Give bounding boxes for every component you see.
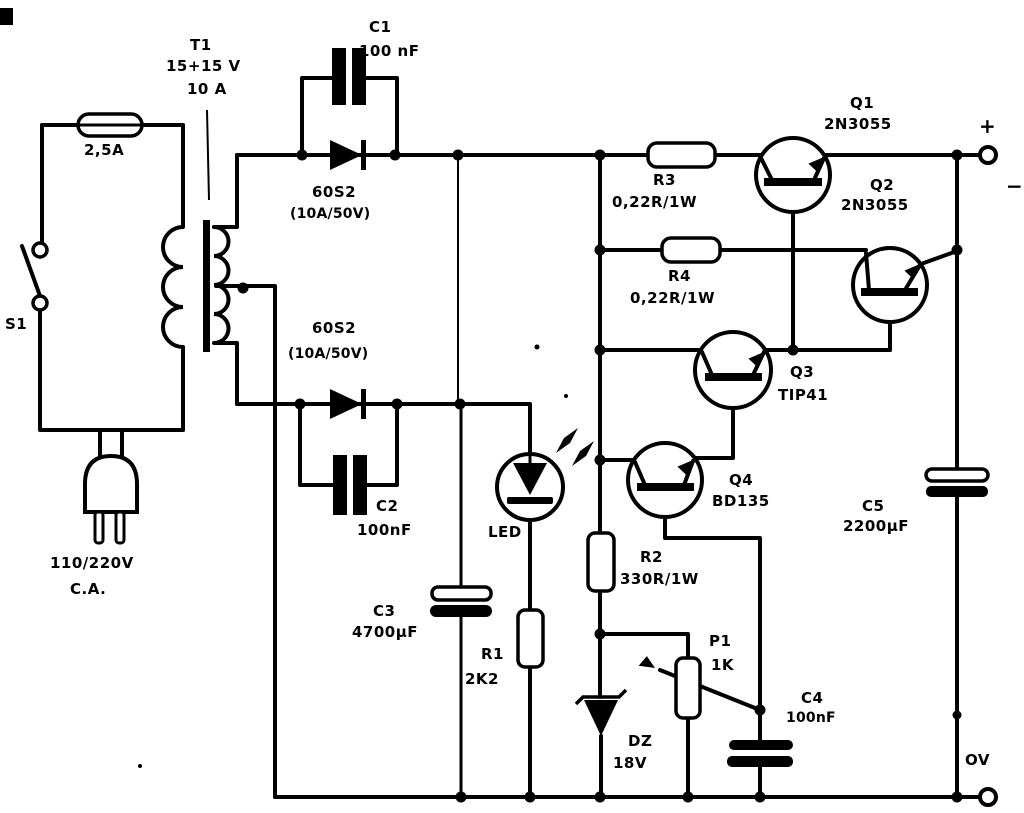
scan-artifacts	[0, 8, 568, 768]
label-c4-ref: C4	[801, 689, 824, 707]
cap-c1-symbol	[332, 48, 366, 105]
label-d2-value: 60S2	[312, 319, 357, 337]
transistor-q2-symbol	[851, 246, 929, 324]
led-light-ray-icon	[572, 441, 594, 466]
led-symbol	[495, 428, 594, 522]
label-s1-ref: S1	[5, 315, 28, 333]
label-q4-ref: Q4	[729, 471, 754, 489]
resistor-r1-symbol	[516, 608, 545, 669]
cap-c2-symbol	[333, 455, 367, 515]
label-terminal-negative: −	[1006, 174, 1024, 198]
transistor-q1-symbol	[754, 136, 832, 214]
cap-c3-symbol	[430, 585, 493, 617]
transistor-q4-symbol	[626, 441, 704, 519]
label-d2-rating: (10A/50V)	[288, 346, 369, 362]
transistor-q3-symbol	[693, 330, 773, 410]
cap-c4-symbol	[727, 740, 793, 767]
diode-d2-symbol	[330, 389, 366, 419]
plug-icon	[83, 453, 139, 545]
junction-dots	[237, 149, 963, 803]
transformer-symbol	[161, 109, 231, 352]
wires	[38, 76, 981, 799]
led-light-ray-icon	[556, 428, 578, 453]
resistor-r4-symbol	[660, 236, 722, 264]
label-q1-part: 2N3055	[824, 115, 892, 133]
label-r2-ref: R2	[640, 548, 663, 566]
label-t1-current: 10 A	[187, 80, 227, 98]
label-p1-value: 1K	[711, 656, 735, 674]
label-p1-ref: P1	[709, 632, 732, 650]
label-q2-part: 2N3055	[841, 196, 909, 214]
resistor-boxes	[516, 141, 722, 720]
label-r2-value: 330R/1W	[620, 570, 699, 588]
label-r1-ref: R1	[481, 645, 504, 663]
label-d1-value: 60S2	[312, 183, 357, 201]
fuse-symbol	[76, 112, 144, 138]
label-dz-ref: DZ	[628, 732, 653, 750]
switch-symbol	[20, 241, 49, 312]
label-q3-ref: Q3	[790, 363, 815, 381]
label-q2-ref: Q2	[870, 176, 895, 194]
diode-d1-symbol	[330, 140, 366, 170]
label-c1-ref: C1	[369, 18, 392, 36]
pot-wiper-arrow	[638, 656, 655, 668]
label-r3-ref: R3	[653, 171, 676, 189]
label-r1-value: 2K2	[465, 670, 499, 688]
cap-c5-symbol	[924, 467, 990, 497]
label-t1-voltage: 15+15 V	[166, 57, 241, 75]
label-q3-part: TIP41	[778, 386, 829, 404]
label-q4-part: BD135	[712, 492, 770, 510]
label-c2-ref: C2	[376, 497, 399, 515]
resistor-r2-symbol	[586, 531, 616, 593]
label-led: LED	[488, 523, 522, 541]
label-r3-value: 0,22R/1W	[612, 193, 698, 211]
label-terminal-positive: +	[979, 114, 997, 138]
potentiometer-p1-symbol	[674, 656, 702, 720]
label-c2-value: 100nF	[357, 521, 412, 539]
label-c5-value: 2200µF	[843, 517, 910, 535]
label-terminal-zerovolt: OV	[965, 751, 990, 769]
label-fuse-value: 2,5A	[84, 141, 125, 159]
terminal-zerovolt-icon	[978, 787, 998, 807]
label-c5-ref: C5	[862, 497, 885, 515]
label-mains-voltage: 110/220V	[50, 554, 134, 572]
label-mains-type: C.A.	[70, 580, 107, 598]
label-t1-ref: T1	[190, 36, 212, 54]
label-r4-value: 0,22R/1W	[630, 289, 716, 307]
terminal-positive-icon	[978, 145, 998, 165]
label-r4-ref: R4	[668, 267, 691, 285]
label-dz-value: 18V	[613, 754, 647, 772]
label-c3-ref: C3	[373, 602, 396, 620]
resistor-r3-symbol	[646, 141, 717, 169]
label-q1-ref: Q1	[850, 94, 875, 112]
label-c3-value: 4700µF	[352, 623, 419, 641]
zener-dz-symbol	[574, 688, 628, 736]
label-d1-rating: (10A/50V)	[290, 206, 371, 222]
label-c4-value: 100nF	[786, 710, 836, 726]
label-c1-value: 100 nF	[359, 42, 420, 60]
